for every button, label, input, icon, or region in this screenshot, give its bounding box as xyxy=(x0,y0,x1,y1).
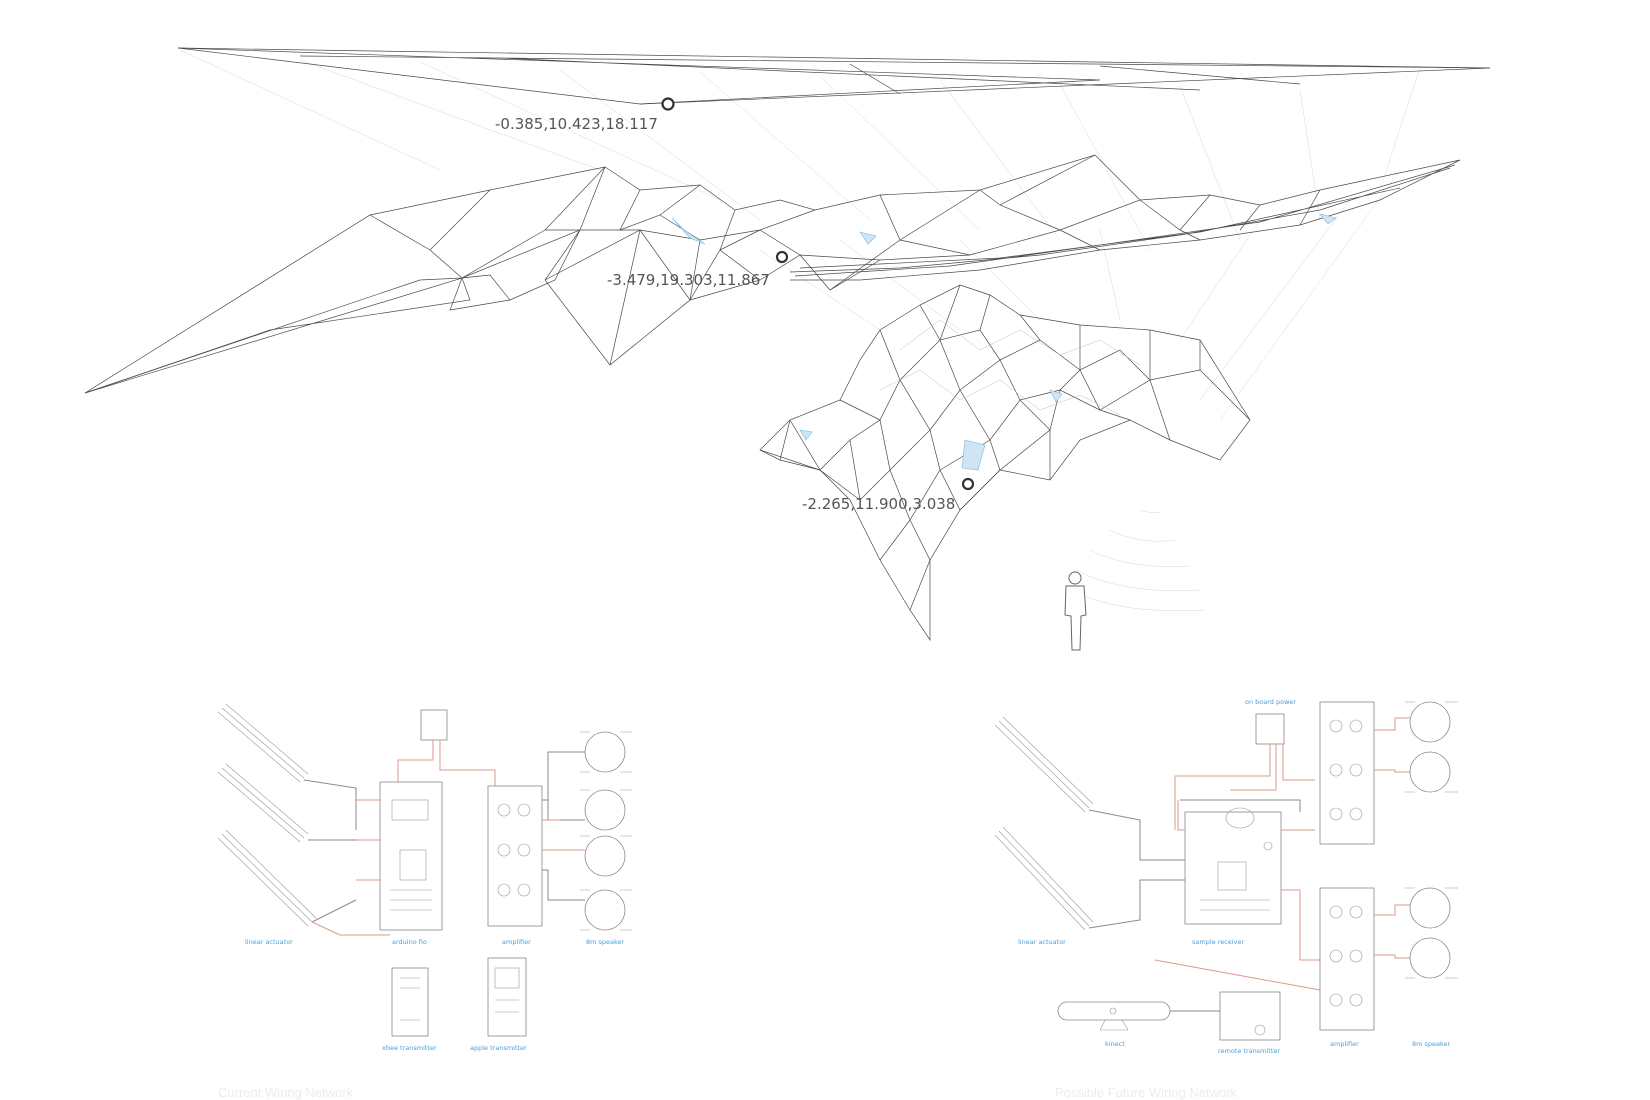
point-label-2: -3.479,19.303,11.867 xyxy=(607,271,770,289)
point-label-3: -2.265,11.900,3.038 xyxy=(802,495,955,513)
lower-mesh xyxy=(759,284,1251,642)
ceiling-plane xyxy=(177,47,1491,111)
sensor-waves xyxy=(1069,509,1206,612)
label-future-linear-actuator: linear actuator xyxy=(1018,938,1066,946)
human-figure xyxy=(1064,571,1087,651)
label-future-remote: remote transmitter xyxy=(1218,1047,1280,1055)
suspension-lines xyxy=(179,49,1421,421)
point-label-1: -0.385,10.423,18.117 xyxy=(495,115,658,133)
future-power-box xyxy=(1255,713,1285,745)
label-future-kinect: kinect xyxy=(1105,1040,1125,1048)
current-speakers xyxy=(580,731,632,931)
current-wiring-network: linear actuator arduino fio amplifier 8m… xyxy=(217,703,632,1100)
label-current-arduino: arduino fio xyxy=(392,938,427,946)
future-amplifier-top xyxy=(1319,701,1375,845)
label-current-amplifier: amplifier xyxy=(502,938,531,946)
canopy-mesh xyxy=(84,154,1461,394)
label-future-power: on board power xyxy=(1245,698,1296,706)
remote-transmitter xyxy=(1170,991,1281,1041)
sample-receiver-board xyxy=(1184,807,1282,925)
arduino-board xyxy=(379,781,443,931)
caption-future-network: Possible Future Wiring Network xyxy=(1055,1085,1238,1100)
current-amplifier xyxy=(487,785,543,927)
label-future-sample: sample receiver xyxy=(1192,938,1244,946)
future-amplifier-bottom xyxy=(1319,887,1375,1031)
label-current-apple: apple transmitter xyxy=(470,1044,527,1052)
future-linear-actuators xyxy=(994,716,1185,931)
point-marker-3 xyxy=(961,477,975,491)
linear-actuators xyxy=(217,703,357,927)
label-current-speaker: 8m speaker xyxy=(586,938,625,946)
current-transmitters xyxy=(391,957,527,1037)
label-current-linear-actuator: linear actuator xyxy=(245,938,293,946)
kinect-sensor xyxy=(1057,1001,1171,1031)
label-future-speaker: 8m speaker xyxy=(1412,1040,1451,1048)
caption-current-network: Current Wiring Network xyxy=(218,1085,354,1100)
future-speakers xyxy=(1405,701,1458,979)
point-marker-1 xyxy=(661,97,675,111)
label-future-amplifier: amplifier xyxy=(1330,1040,1359,1048)
current-power-box xyxy=(420,709,448,741)
point-marker-2 xyxy=(775,250,789,264)
label-current-xbee: xbee transmitter xyxy=(382,1044,437,1052)
future-wiring-network: on board power linear actuator sample re… xyxy=(994,698,1458,1100)
